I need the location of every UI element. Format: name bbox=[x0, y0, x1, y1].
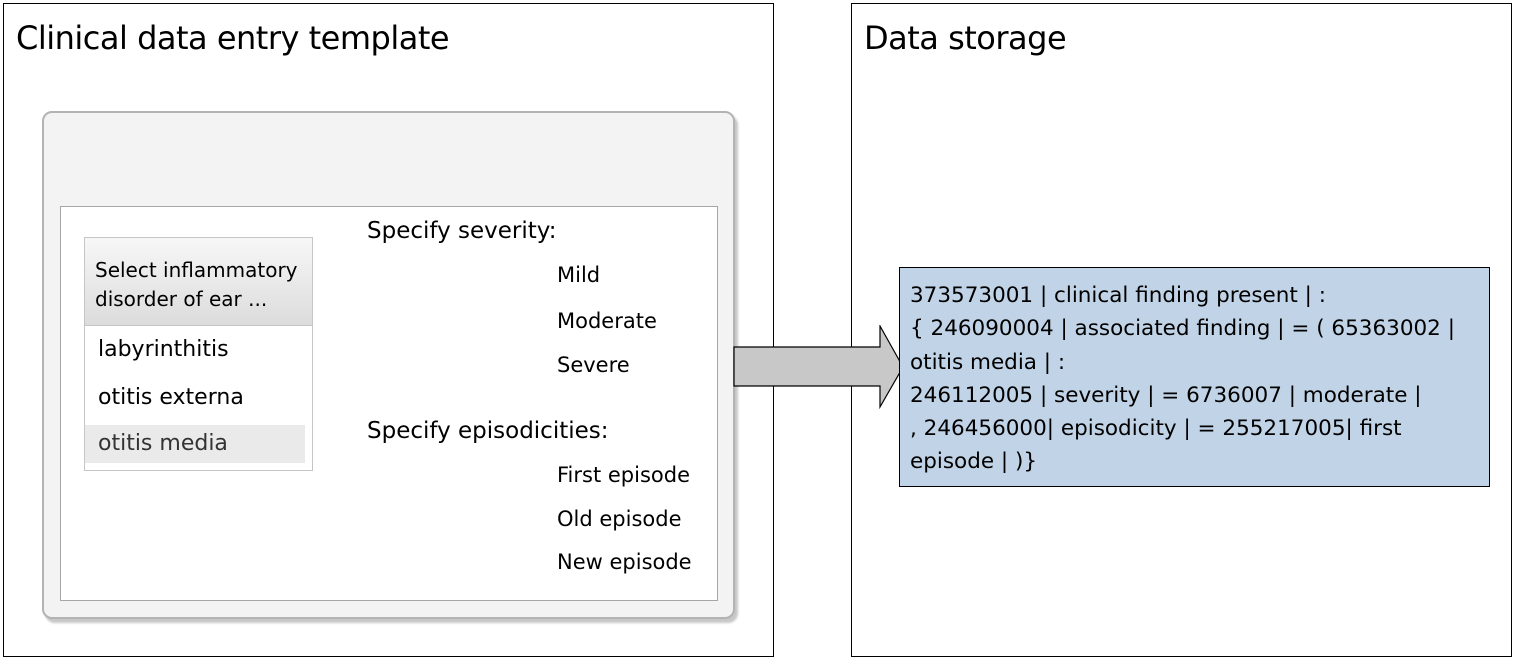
severity-option-mild[interactable]: Mild bbox=[557, 263, 601, 287]
episodicity-option-first[interactable]: First episode bbox=[557, 463, 690, 487]
episodicity-option-new[interactable]: New episode bbox=[557, 550, 692, 574]
storage-panel-title: Data storage bbox=[864, 19, 1067, 57]
episodicity-option-old[interactable]: Old episode bbox=[557, 507, 682, 531]
list-item-otitis-media[interactable]: otitis media bbox=[85, 425, 305, 463]
expression-line: 373573001 | clinical finding present | : bbox=[910, 283, 1326, 308]
expression-line: otitis media | : bbox=[910, 349, 1066, 375]
expression-line: { 246090004 | associated finding | = ( 6… bbox=[910, 316, 1455, 342]
episodicity-label: Specify episodicities: bbox=[367, 418, 609, 444]
arrow-shape bbox=[733, 325, 904, 409]
expression-line: episode | )} bbox=[910, 449, 1038, 475]
list-item-labyrinthitis[interactable]: labyrinthitis bbox=[98, 337, 229, 362]
severity-option-moderate[interactable]: Moderate bbox=[557, 309, 657, 333]
severity-option-severe[interactable]: Severe bbox=[557, 353, 630, 377]
expression-line: , 246456000| episodicity | = 255217005| … bbox=[910, 416, 1402, 442]
stored-expression-box: 373573001 | clinical finding present | :… bbox=[899, 267, 1490, 487]
severity-label: Specify severity: bbox=[367, 218, 557, 244]
listbox-header: Select inflammatory disorder of ear ... bbox=[85, 238, 312, 326]
expression-line: 246112005 | severity | = 6736007 | moder… bbox=[910, 382, 1422, 408]
list-item-otitis-externa[interactable]: otitis externa bbox=[98, 385, 244, 410]
data-flow-arrow bbox=[733, 325, 904, 409]
template-panel-title: Clinical data entry template bbox=[16, 19, 450, 57]
disorder-listbox[interactable]: Select inflammatory disorder of ear ... … bbox=[84, 237, 313, 471]
